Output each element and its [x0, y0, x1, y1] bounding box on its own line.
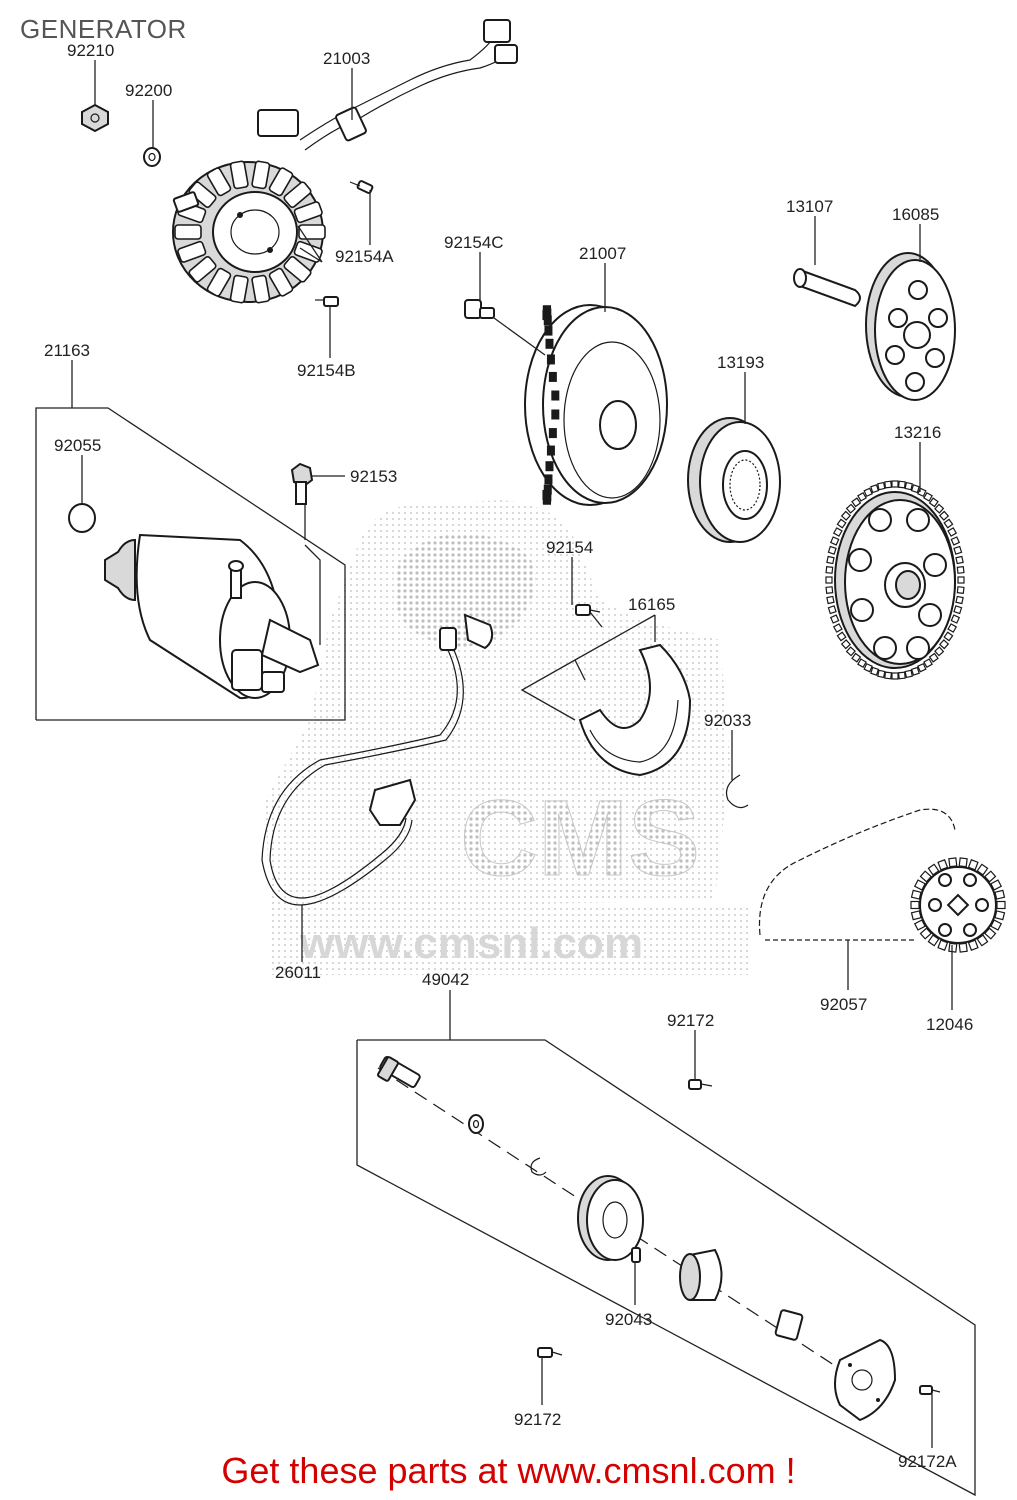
- label-92153: 92153: [350, 467, 397, 486]
- bolt-92154A: [349, 180, 374, 194]
- watermark-brand: CMS: [460, 777, 700, 898]
- bolt-92154C: [464, 299, 495, 319]
- chain-guide-16165: [575, 604, 692, 777]
- label-13107: 13107: [786, 197, 833, 216]
- label-92172-top: 92172: [667, 1011, 714, 1030]
- label-13216: 13216: [894, 423, 941, 442]
- label-16085: 16085: [892, 205, 939, 224]
- label-92057: 92057: [820, 995, 867, 1014]
- label-21163: 21163: [44, 341, 90, 360]
- label-92154A: 92154A: [335, 247, 394, 266]
- label-92210: 92210: [67, 41, 114, 60]
- label-92154: 92154: [546, 538, 593, 557]
- label-12046: 12046: [926, 1015, 973, 1034]
- watermark-url: www.cmsnl.com: [299, 919, 643, 968]
- label-49042: 49042: [422, 970, 469, 989]
- sprocket-12046: [910, 857, 1006, 953]
- chain-92057: [758, 808, 956, 941]
- screw-92172: [688, 1079, 713, 1090]
- bolt-92154B: [315, 296, 339, 307]
- washer-92200: [143, 147, 161, 167]
- footer-promo-link[interactable]: Get these parts at www.cmsnl.com !: [221, 1450, 796, 1491]
- pin-13107: [793, 268, 861, 308]
- label-21003: 21003: [323, 49, 370, 68]
- starter-cable-26011: [261, 613, 494, 906]
- label-92200: 92200: [125, 81, 172, 100]
- starter-gear-13216: [825, 480, 965, 680]
- page-title: GENERATOR: [20, 14, 187, 44]
- pump-group-49042: [356, 1039, 976, 1497]
- label-92043: 92043: [605, 1310, 652, 1329]
- flywheel-rotor: [524, 304, 668, 506]
- label-92172-bottom: 92172: [514, 1410, 561, 1429]
- gear-16085: [865, 252, 956, 401]
- label-21007: 21007: [579, 244, 626, 263]
- label-92154B: 92154B: [297, 361, 356, 380]
- circlip-92033: [725, 774, 749, 809]
- part-labels: 92210 92200 21003 92154A 92154B 92154C 2…: [44, 41, 973, 1471]
- bolt-92153: [290, 462, 314, 505]
- label-92172A: 92172A: [898, 1452, 957, 1471]
- label-13193: 13193: [717, 353, 764, 372]
- leader-lines: [71, 60, 953, 1448]
- nut-92210: [81, 103, 109, 133]
- label-92055: 92055: [54, 436, 101, 455]
- label-92154C: 92154C: [444, 233, 504, 252]
- label-26011: 26011: [275, 963, 321, 982]
- clutch-13193: [687, 417, 781, 543]
- label-16165: 16165: [628, 595, 675, 614]
- starter-motor-group: [35, 407, 346, 721]
- label-92033: 92033: [704, 711, 751, 730]
